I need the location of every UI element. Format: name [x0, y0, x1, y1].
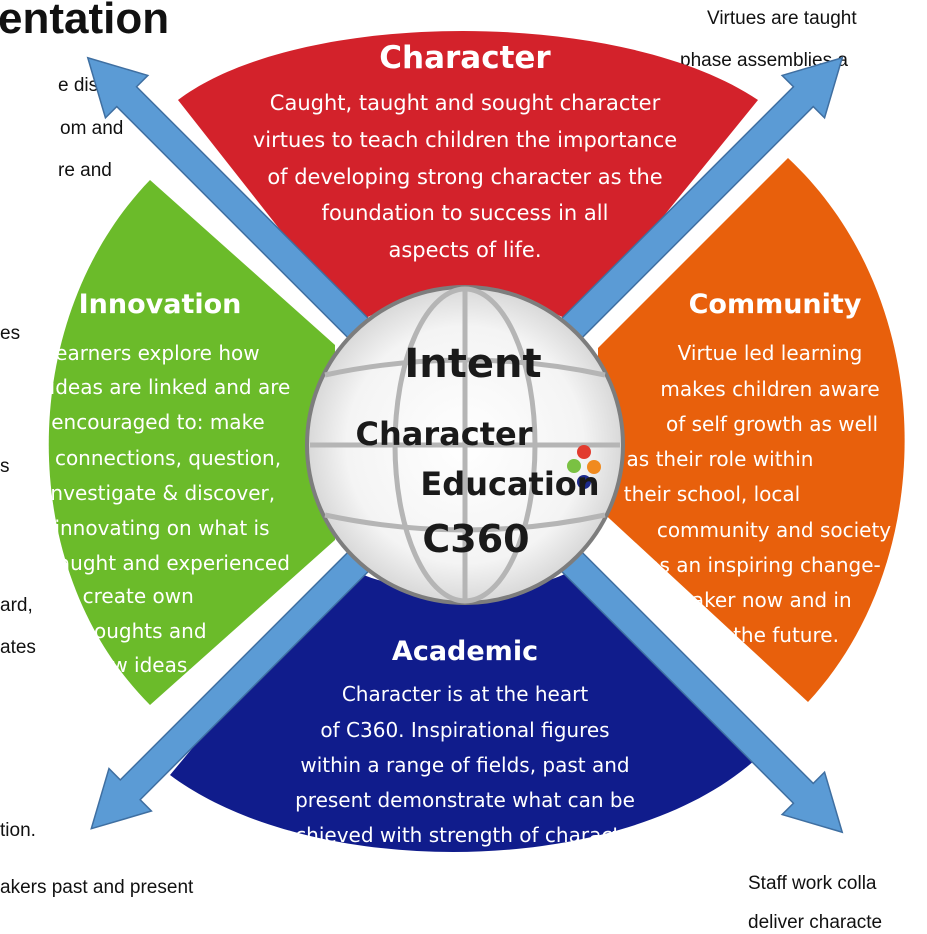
character-line: Caught, taught and sought character — [270, 91, 661, 115]
center-line-c360: C360 — [422, 517, 529, 561]
arrow-bottom-left — [90, 549, 371, 830]
innovation-body: Learners explore how ideas are linked an… — [44, 341, 290, 677]
left-text-fragment: akers past and present — [0, 877, 194, 898]
innovation-line: connections, question, — [55, 446, 281, 470]
character-petal — [178, 31, 758, 325]
community-line: as an inspiring change- — [647, 553, 881, 577]
academic-line: within a range of fields, past and — [300, 753, 629, 777]
left-text-fragment: tion. — [0, 820, 36, 841]
community-line: Virtue led learning — [678, 341, 863, 365]
center-line-education: Education — [420, 465, 599, 503]
academic-line: present demonstrate what can be — [295, 788, 635, 812]
character-body: Caught, taught and sought character virt… — [253, 91, 677, 262]
globe-icon — [305, 285, 625, 605]
academic-petal — [170, 565, 755, 852]
community-line: their school, local — [624, 482, 800, 506]
innovation-line: innovating on what is — [54, 516, 269, 540]
innovation-title: Innovation — [79, 289, 242, 320]
arrow-top-right — [559, 56, 844, 341]
innovation-line: encouraged to: make — [51, 410, 265, 434]
right-text-fragment: Virtues are taught — [707, 8, 857, 29]
innovation-line: taught and experienced — [50, 551, 290, 575]
center-title: Intent — [404, 341, 541, 387]
character-line: foundation to success in all — [322, 201, 609, 225]
character-line: of developing strong character as the — [267, 165, 662, 189]
innovation-line: thoughts and — [73, 619, 206, 643]
academic-line: Character is at the heart — [342, 682, 589, 706]
community-line: maker now and in — [672, 588, 851, 612]
right-text-fragment: Staff work colla — [748, 873, 877, 894]
page-heading: entation — [0, 0, 170, 43]
left-text-fragment: ates — [0, 637, 36, 658]
left-text-fragment: s — [0, 456, 10, 477]
innovation-petal — [48, 180, 335, 705]
character-line: aspects of life. — [388, 238, 541, 262]
right-text-fragment: deliver characte — [748, 912, 883, 933]
innovation-line: to create own — [56, 584, 194, 608]
community-body: Virtue led learning makes children aware… — [624, 341, 892, 647]
community-line: as their role within — [627, 447, 814, 471]
c360-logo-icon — [567, 445, 601, 489]
academic-line: into practice. — [399, 893, 531, 917]
community-line: community and society — [657, 518, 891, 542]
community-title: Community — [689, 289, 862, 320]
arrow-bottom-right — [559, 549, 844, 834]
community-line: the future. — [733, 623, 839, 647]
innovation-line: Learners explore how — [44, 341, 259, 365]
academic-line: of C360. Inspirational figures — [320, 718, 609, 742]
innovation-line: ideas are linked and are — [50, 375, 291, 399]
academic-line: achieved with strength of character, — [283, 823, 647, 847]
left-text-fragment: ard, — [0, 595, 33, 616]
center-line-character: Character — [356, 415, 533, 453]
innovation-line: new ideas. — [86, 653, 193, 677]
academic-title: Academic — [392, 636, 538, 667]
community-line: of self growth as well — [666, 412, 878, 436]
innovation-line: investigate & discover, — [45, 481, 275, 505]
academic-body: Character is at the heart of C360. Inspi… — [283, 682, 647, 917]
left-text-fragment: om and — [60, 118, 124, 139]
community-petal — [598, 158, 905, 702]
character-line: virtues to teach children the importance — [253, 128, 677, 152]
right-text-fragment: phase assemblies a — [680, 50, 848, 71]
left-text-fragment: es — [0, 323, 21, 344]
academic-line: when virtues are put — [361, 858, 569, 882]
left-text-fragment: re and — [58, 160, 112, 181]
arrow-top-left — [86, 56, 371, 341]
left-text-fragment: e dis- — [58, 75, 105, 96]
community-line: makes children aware — [660, 377, 879, 401]
character-title: Character — [379, 40, 551, 76]
